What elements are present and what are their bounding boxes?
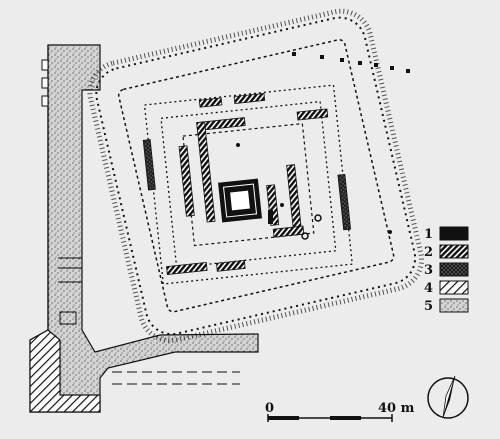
scale-bar: 0 40 m (265, 401, 415, 422)
legend-item-4: 4 (424, 280, 469, 296)
legend-label-2: 2 (424, 245, 433, 260)
southwest-corner-hatched (29, 329, 101, 413)
north-arrow-icon (427, 375, 469, 419)
legend-label-4: 4 (424, 281, 433, 296)
legend-label-5: 5 (424, 299, 433, 314)
legend-swatch-3 (439, 262, 469, 277)
legend: 1 2 3 4 5 (424, 226, 469, 314)
legend-label-1: 1 (424, 227, 433, 242)
scale-end-label: 40 m (378, 401, 415, 416)
legend-item-2: 2 (424, 244, 469, 260)
legend-item-5: 5 (424, 298, 469, 314)
outer-wall-stippled (29, 44, 259, 413)
legend-item-1: 1 (424, 226, 469, 242)
legend-label-3: 3 (424, 263, 433, 278)
legend-swatch-4 (439, 280, 469, 295)
inner-enclosure (142, 84, 354, 285)
legend-item-3: 3 (424, 262, 469, 278)
northeast-markers (292, 52, 410, 73)
road-dashed-lines (112, 371, 240, 385)
legend-swatch-1 (439, 226, 469, 241)
scale-start-label: 0 (265, 401, 274, 416)
small-features (236, 143, 392, 240)
legend-swatch-5 (439, 298, 469, 313)
legend-swatch-2 (439, 244, 469, 259)
outer-rampart (87, 8, 424, 344)
